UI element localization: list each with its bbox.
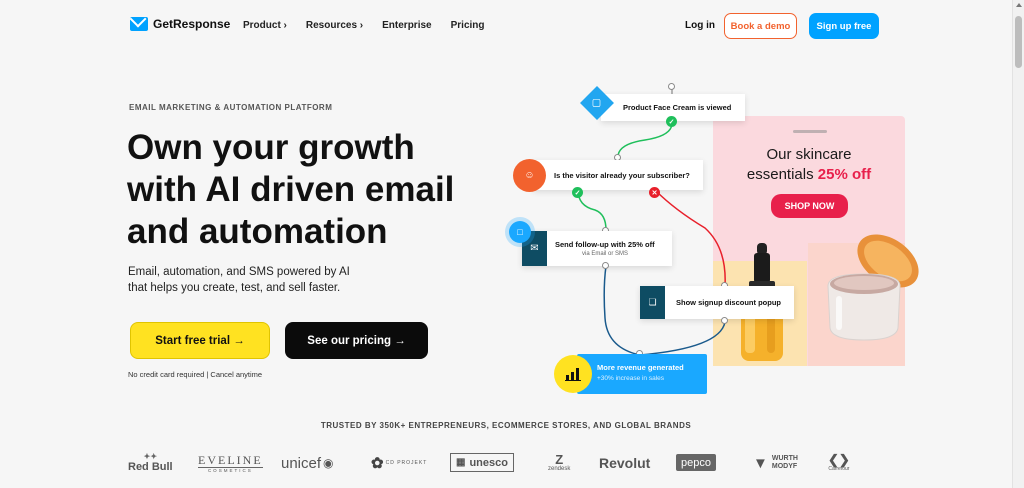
flow-result-revenue[interactable]: More revenue generated +30% increase in … <box>577 354 707 394</box>
eyebrow-text: EMAIL MARKETING & AUTOMATION PLATFORM <box>129 103 333 112</box>
flow-step-follow-up-label: Send follow-up with 25% off <box>555 240 655 249</box>
redbull-wordmark: Red Bull <box>128 461 173 473</box>
bar-chart-icon <box>554 355 592 393</box>
eveline-subtext: COSMETICS <box>207 467 253 473</box>
redbull-bull-icon: ✦✦ <box>143 452 158 461</box>
logo-text: GetResponse <box>153 17 231 31</box>
flow-connector-dot <box>668 83 675 90</box>
scroll-up-arrow-icon[interactable] <box>1016 3 1022 7</box>
page-scrollbar[interactable] <box>1012 0 1024 488</box>
flow-step-subscriber-check[interactable]: Is the visitor already your subscriber? <box>533 160 703 190</box>
wurth-w-icon: ▼ <box>753 454 768 472</box>
zendesk-wordmark: zendesk <box>548 466 571 472</box>
nav-resources[interactable]: Resources › <box>305 20 364 31</box>
flow-connector-dot <box>721 317 728 324</box>
promo-discount: 25% off <box>817 166 872 183</box>
zendesk-z-icon: Z <box>555 452 564 467</box>
flow-step-follow-up[interactable]: Send follow-up with 25% off via Email or… <box>522 231 672 266</box>
headline-line: Own your growth <box>127 128 415 167</box>
top-nav: GetResponse Product › Resources › Enterp… <box>0 0 1012 52</box>
hero-headline: Own your growth with AI driven email and… <box>127 127 497 253</box>
flow-connector-dot <box>602 262 609 269</box>
nav-enterprise[interactable]: Enterprise <box>382 20 432 31</box>
email-icon: ✉ <box>522 231 547 266</box>
flow-step-subscriber-check-label: Is the visitor already your subscriber? <box>554 170 690 180</box>
nav-product[interactable]: Product › <box>243 20 287 31</box>
trusted-by-heading: TRUSTED BY 350K+ ENTREPRENEURS, ECOMMERC… <box>320 421 692 430</box>
eveline-wordmark: EVELINE <box>198 452 263 468</box>
zendesk-logo: Z zendesk <box>548 450 570 476</box>
eveline-logo: EVELINE COSMETICS <box>198 450 263 476</box>
flow-step-popup-label: Show signup discount popup <box>676 298 781 307</box>
promo-offer-prefix: essentials <box>746 166 818 183</box>
flow-step-viewed-label: Product Face Cream is viewed <box>623 103 732 112</box>
wurth-modyf-text: WURTH MODYF <box>772 455 798 471</box>
check-icon: ✓ <box>572 187 583 198</box>
unicef-logo: unicef ◉ <box>281 450 334 476</box>
promo-headline: Our skincare <box>766 146 852 163</box>
shop-now-button[interactable]: SHOP NOW <box>771 194 848 218</box>
unicef-wordmark: unicef <box>281 454 322 472</box>
flow-step-popup[interactable]: Show signup discount popup <box>640 286 794 319</box>
book-demo-button[interactable]: Book a demo <box>724 13 797 39</box>
flow-step-follow-up-sub: via Email or SMS <box>582 251 629 257</box>
cross-icon: ✕ <box>649 187 660 198</box>
wurth-wordmark: WURTH <box>771 455 798 462</box>
scrollbar-thumb[interactable] <box>1015 16 1022 68</box>
carrefour-wordmark: Carrefour <box>828 466 850 472</box>
revolut-logo: Revolut <box>599 450 650 476</box>
cdprojekt-logo: ✿ CD PROJEKT <box>371 450 427 476</box>
revenue-title: More revenue generated <box>597 363 684 372</box>
user-check-icon: ☺ <box>513 159 546 192</box>
carrefour-icon: ❮❯ <box>828 452 850 467</box>
see-pricing-button[interactable]: See our pricing → <box>285 322 428 359</box>
sign-up-button[interactable]: Sign up free <box>809 13 879 39</box>
envelope-logo-icon <box>130 17 148 31</box>
headline-line: with AI driven email <box>127 170 455 209</box>
mobile-icon: □ <box>509 221 531 243</box>
start-free-trial-button[interactable]: Start free trial → <box>130 322 270 359</box>
logo[interactable]: GetResponse <box>130 17 230 31</box>
subhead-line: Email, automation, and SMS powered by AI <box>128 266 350 278</box>
pepco-wordmark: pepco <box>681 456 711 469</box>
popup-icon: ❏ <box>640 286 665 319</box>
carrefour-logo: ❮❯ Carrefour <box>828 450 850 476</box>
promo-offer: essentials 25% off <box>713 166 905 183</box>
no-credit-card-note: No credit card required | Cancel anytime <box>128 370 263 379</box>
customer-logos: ✦✦ Red Bull EVELINE COSMETICS unicef ◉ ✿… <box>128 450 863 480</box>
revenue-subtitle: +30% increase in sales <box>597 375 665 382</box>
unesco-logo: ▦ unesco <box>450 453 514 472</box>
unesco-wordmark: unesco <box>469 456 508 469</box>
automation-flow-illustration: Our skincare essentials 25% off SHOP NOW <box>505 78 925 398</box>
login-link[interactable]: Log in <box>685 20 715 31</box>
pepco-logo: pepco <box>676 454 716 471</box>
nav-pricing[interactable]: Pricing <box>450 20 485 31</box>
temple-icon: ▦ <box>456 457 466 468</box>
face-cream-jar-image <box>827 234 919 341</box>
nav-links: Product › Resources › Enterprise Pricing <box>243 20 485 31</box>
subhead-line: that helps you create, test, and sell fa… <box>128 282 341 294</box>
modyf-wordmark: MODYF <box>771 463 798 470</box>
cdprojekt-wordmark: CD PROJEKT <box>385 460 428 466</box>
revolut-wordmark: Revolut <box>599 455 651 471</box>
check-icon: ✓ <box>666 116 677 127</box>
promo-handle-bar <box>793 130 827 133</box>
globe-icon: ◉ <box>323 456 334 470</box>
hero-subhead: Email, automation, and SMS powered by AI… <box>128 264 408 296</box>
wurth-modyf-logo: ▼ WURTH MODYF <box>753 450 798 476</box>
redbull-logo: ✦✦ Red Bull <box>128 450 173 476</box>
bird-icon: ✿ <box>371 455 384 472</box>
headline-line: and automation <box>127 212 388 251</box>
